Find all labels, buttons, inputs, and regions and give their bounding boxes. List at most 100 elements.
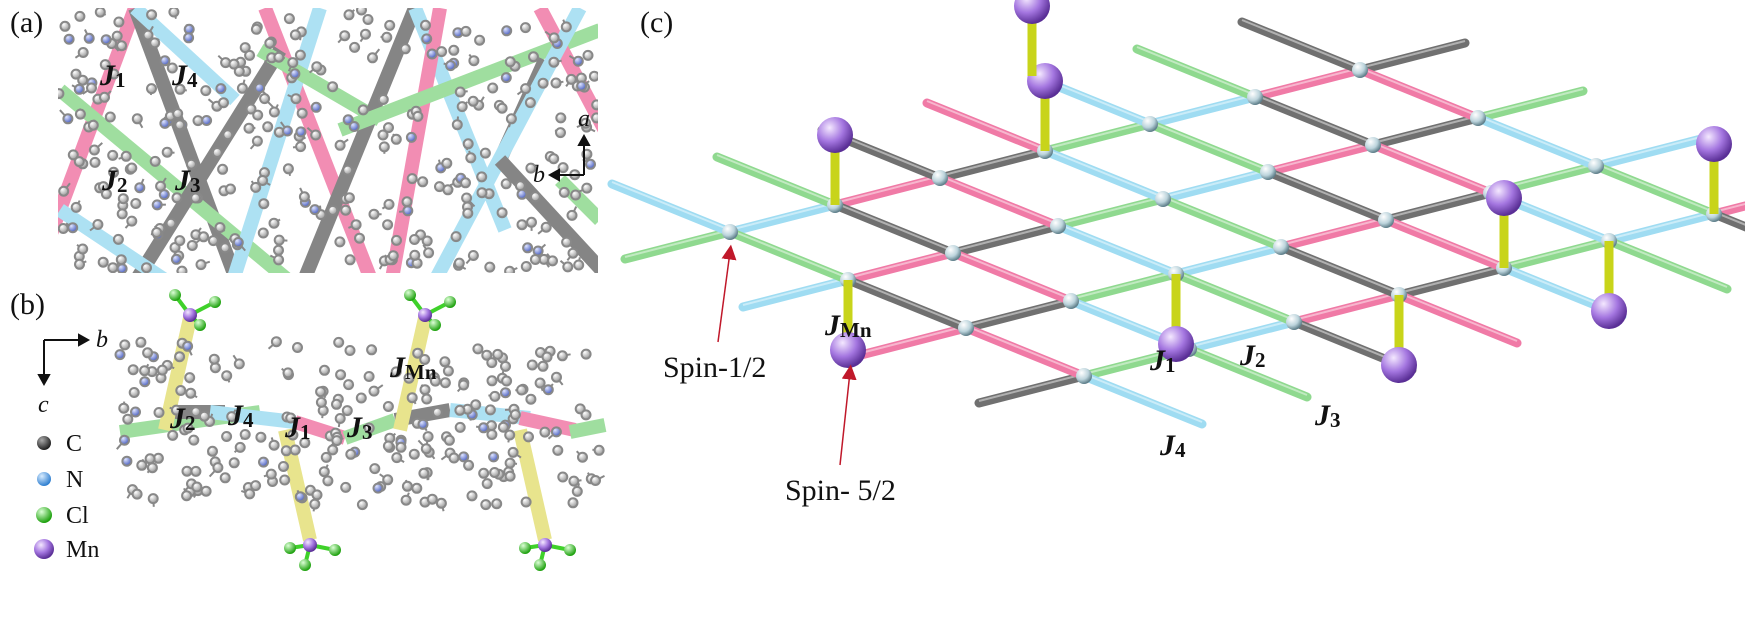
atom bbox=[470, 399, 482, 411]
atom bbox=[298, 191, 310, 203]
coupling-rod bbox=[725, 200, 840, 237]
atom bbox=[403, 372, 415, 384]
coupling-rod bbox=[1171, 242, 1286, 279]
rod-highlight bbox=[1477, 88, 1584, 117]
atom bbox=[89, 156, 101, 168]
atom bbox=[439, 377, 451, 389]
rod-highlight bbox=[1083, 373, 1203, 423]
atom bbox=[244, 49, 256, 61]
atom bbox=[343, 379, 355, 391]
atom bbox=[185, 387, 197, 399]
rod-highlight bbox=[860, 325, 967, 354]
atom bbox=[488, 451, 500, 463]
atom bbox=[114, 349, 126, 361]
atom bbox=[486, 429, 498, 440]
atom bbox=[282, 163, 294, 175]
atom bbox=[463, 459, 475, 471]
atom bbox=[344, 254, 356, 266]
coupling-rod bbox=[738, 275, 853, 312]
rod-highlight bbox=[1280, 244, 1400, 294]
atom bbox=[311, 489, 323, 501]
coupling-rod bbox=[1709, 209, 1745, 232]
band-j2 bbox=[299, 8, 422, 273]
atom bbox=[113, 16, 125, 28]
atom bbox=[567, 247, 579, 259]
atom bbox=[226, 411, 238, 423]
atom bbox=[273, 51, 285, 63]
coupling-rod bbox=[1473, 113, 1601, 171]
atom bbox=[200, 85, 212, 97]
atom bbox=[486, 357, 498, 369]
atom bbox=[144, 453, 156, 465]
rod-highlight bbox=[1608, 238, 1728, 288]
atom bbox=[94, 8, 106, 18]
atom bbox=[311, 61, 323, 73]
atom bbox=[108, 166, 120, 178]
coupling-rod bbox=[922, 98, 1050, 156]
rod-highlight bbox=[1293, 292, 1400, 321]
atom bbox=[243, 122, 255, 134]
atom bbox=[422, 431, 434, 443]
atom bbox=[331, 398, 342, 410]
legend-item-cl: Cl bbox=[36, 503, 89, 529]
coupling-rod bbox=[1079, 371, 1207, 429]
atom bbox=[556, 350, 568, 362]
panel-a-label: (a) bbox=[10, 6, 43, 39]
rod-highlight bbox=[611, 181, 731, 231]
atom bbox=[580, 409, 592, 421]
band-j3 bbox=[555, 175, 598, 225]
label-c-jmn: JMn bbox=[824, 309, 872, 342]
atom bbox=[526, 359, 538, 371]
atom bbox=[454, 421, 466, 433]
atom bbox=[390, 133, 402, 145]
atom bbox=[548, 56, 560, 68]
coupling-rod bbox=[1263, 140, 1378, 177]
atom bbox=[115, 254, 127, 266]
atom bbox=[270, 336, 282, 348]
atom bbox=[181, 465, 193, 477]
atom bbox=[221, 431, 233, 442]
atom bbox=[128, 387, 140, 398]
atom bbox=[551, 371, 562, 383]
arrow-spin-five-half bbox=[839, 364, 857, 466]
rod-highlight bbox=[1162, 196, 1282, 246]
atom bbox=[550, 426, 562, 438]
atom bbox=[215, 83, 227, 95]
coupling-rod bbox=[607, 179, 735, 237]
atom bbox=[264, 37, 276, 49]
atom bbox=[170, 404, 182, 416]
atom bbox=[349, 41, 361, 53]
band-j1 bbox=[533, 8, 598, 133]
atom bbox=[142, 29, 154, 41]
atom bbox=[259, 93, 271, 105]
spin-half-node bbox=[1260, 164, 1276, 180]
atom bbox=[500, 178, 512, 190]
mn-spin-ball bbox=[1381, 347, 1417, 383]
atom bbox=[395, 441, 407, 453]
atom bbox=[333, 336, 345, 348]
coupling-rod bbox=[830, 173, 945, 210]
atom bbox=[454, 86, 466, 98]
atom-legend: C N Cl Mn bbox=[34, 431, 99, 563]
atom bbox=[334, 139, 346, 151]
atom bbox=[147, 493, 159, 505]
label-b-j2: J2 bbox=[169, 402, 196, 435]
atom bbox=[171, 192, 183, 204]
atom bbox=[368, 385, 380, 397]
atom bbox=[142, 347, 154, 359]
atom bbox=[451, 119, 463, 131]
atom bbox=[74, 10, 86, 22]
atom bbox=[572, 55, 584, 67]
rod-highlight bbox=[965, 325, 1085, 375]
coupling-rod bbox=[1355, 65, 1483, 123]
mn-spin-ball bbox=[1014, 0, 1050, 24]
mncl4-bottom-right bbox=[519, 538, 576, 571]
atom bbox=[401, 480, 413, 492]
atom bbox=[100, 34, 112, 46]
atom bbox=[368, 208, 380, 220]
atom bbox=[158, 189, 170, 201]
atom bbox=[382, 219, 394, 231]
mncl4-top-left bbox=[169, 289, 221, 331]
atom bbox=[345, 448, 357, 460]
